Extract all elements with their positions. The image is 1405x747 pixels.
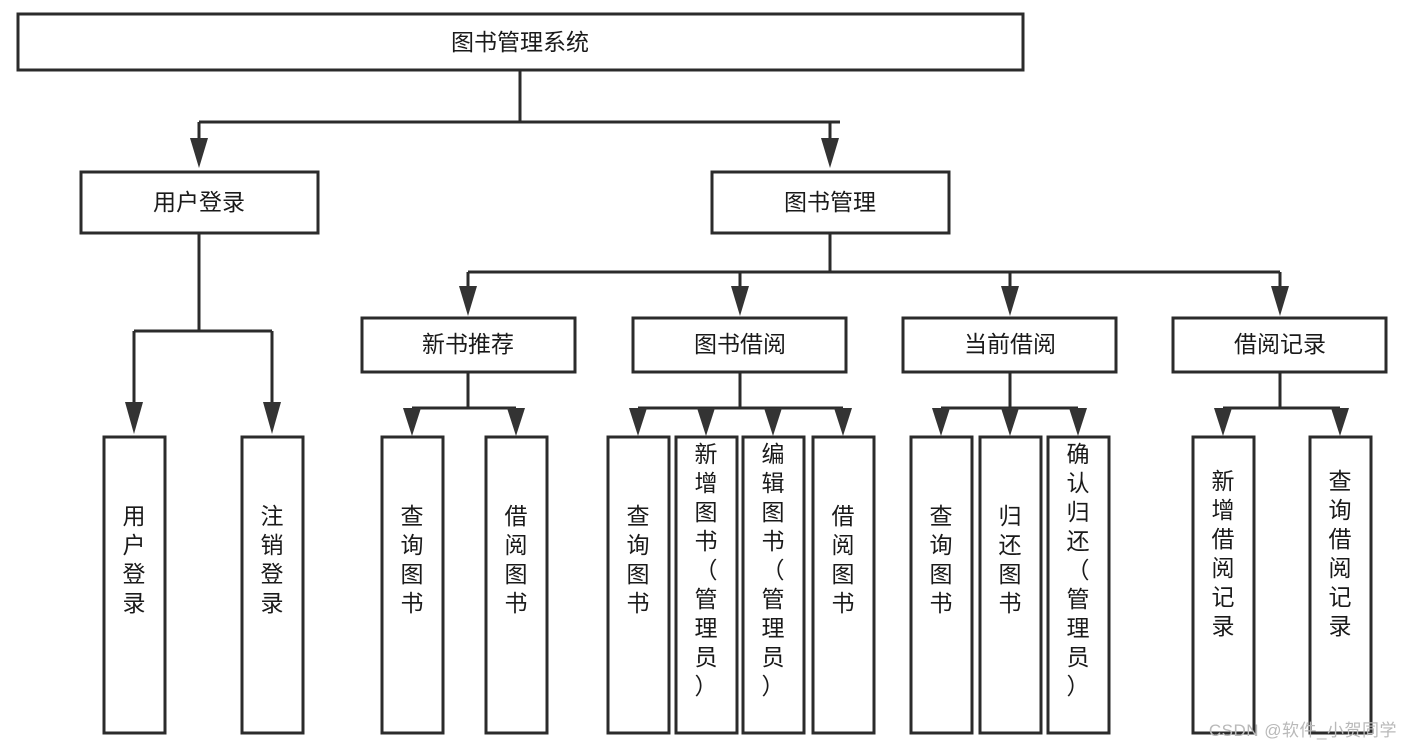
node-leaf-query-book-3-label: 查询图书 [930, 503, 953, 616]
node-leaf-query-record-label: 查询借阅记录 [1329, 468, 1352, 639]
arrow-head-leaf-query-book-1 [403, 408, 421, 436]
node-leaf-borrow-book-2-box[interactable] [811, 435, 876, 735]
connector-group-user-login [125, 233, 281, 434]
node-borrow-record-label: 借阅记录 [1234, 331, 1326, 357]
node-leaf-return-book[interactable]: 归还图书 [978, 435, 1043, 735]
node-leaf-add-book[interactable]: 新增图书（管理员） [674, 435, 739, 735]
node-new-book-rec-box[interactable] [360, 316, 577, 374]
node-leaf-add-record-label: 新增借阅记录 [1212, 468, 1235, 639]
node-leaf-confirm-return-label: 确认归还（管理员） [1067, 441, 1090, 699]
node-leaf-logout-login[interactable]: 注销登录 [240, 435, 305, 735]
connector-group-book-manage [459, 233, 1289, 316]
node-new-book-rec[interactable]: 新书推荐 [360, 316, 577, 374]
node-leaf-query-book-3-box[interactable] [909, 435, 974, 735]
node-leaf-return-book-box[interactable] [978, 435, 1043, 735]
node-leaf-query-book-1-box[interactable] [380, 435, 445, 735]
node-leaf-add-record-box[interactable] [1191, 435, 1256, 735]
node-leaf-borrow-book-1[interactable]: 借阅图书 [484, 435, 549, 735]
node-user-login[interactable]: 用户登录 [79, 170, 320, 235]
node-leaf-logout-login-box[interactable] [240, 435, 305, 735]
node-leaf-borrow-book-2-label: 借阅图书 [832, 503, 855, 616]
node-user-login-box[interactable] [79, 170, 320, 235]
node-book-manage-box[interactable] [710, 170, 951, 235]
node-leaf-add-record[interactable]: 新增借阅记录 [1191, 435, 1256, 735]
arrow-head-leaf-edit-book [764, 408, 782, 436]
node-leaf-query-book-3[interactable]: 查询图书 [909, 435, 974, 735]
connector-group-new-book-rec [403, 372, 525, 436]
node-leaf-confirm-return-box[interactable] [1046, 435, 1111, 735]
arrow-head-leaf-query-book-2 [629, 408, 647, 436]
node-leaf-borrow-book-1-label: 借阅图书 [505, 503, 528, 616]
node-leaf-user-login-label: 用户登录 [123, 503, 146, 616]
node-book-borrow[interactable]: 图书借阅 [631, 316, 848, 374]
node-current-borrow-box[interactable] [901, 316, 1118, 374]
node-user-login-label: 用户登录 [153, 189, 245, 215]
arrow-head-book-borrow [731, 286, 749, 316]
node-borrow-record-box[interactable] [1171, 316, 1388, 374]
connector-group-root [190, 70, 840, 168]
node-leaf-query-book-2-box[interactable] [606, 435, 671, 735]
arrow-head-book-manage [821, 138, 839, 168]
node-leaf-confirm-return[interactable]: 确认归还（管理员） [1046, 435, 1111, 735]
node-leaf-add-book-label: 新增图书（管理员） [695, 441, 718, 699]
connector-group-borrow-record [1214, 372, 1349, 436]
node-leaf-user-login[interactable]: 用户登录 [102, 435, 167, 735]
node-current-borrow-label: 当前借阅 [964, 331, 1056, 357]
node-leaf-query-record[interactable]: 查询借阅记录 [1308, 435, 1373, 735]
node-leaf-edit-book-box[interactable] [741, 435, 806, 735]
arrow-head-leaf-add-record [1214, 408, 1232, 436]
connector-group-current-borrow [932, 372, 1087, 436]
arrow-head-leaf-borrow-book-1 [507, 408, 525, 436]
node-leaf-user-login-box[interactable] [102, 435, 167, 735]
arrow-head-leaf-borrow-book-2 [834, 408, 852, 436]
node-leaf-borrow-book-1-box[interactable] [484, 435, 549, 735]
node-leaf-return-book-label: 归还图书 [999, 503, 1022, 616]
node-root-box[interactable] [16, 12, 1025, 72]
node-borrow-record[interactable]: 借阅记录 [1171, 316, 1388, 374]
node-book-manage[interactable]: 图书管理 [710, 170, 951, 235]
node-current-borrow[interactable]: 当前借阅 [901, 316, 1118, 374]
node-leaf-borrow-book-2[interactable]: 借阅图书 [811, 435, 876, 735]
csdn-watermark: CSDN @软件_小贺同学 [1208, 721, 1397, 740]
node-root[interactable]: 图书管理系统 [16, 12, 1025, 72]
node-leaf-edit-book[interactable]: 编辑图书（管理员） [741, 435, 806, 735]
arrow-head-leaf-return-book [1001, 408, 1019, 436]
arrow-head-user-login [190, 138, 208, 168]
node-leaf-add-book-box[interactable] [674, 435, 739, 735]
node-root-label: 图书管理系统 [451, 29, 589, 55]
node-book-manage-label: 图书管理 [784, 189, 876, 215]
arrow-head-leaf-logout-login [263, 402, 281, 434]
arrow-head-new-book-rec [459, 286, 477, 316]
connector-group-book-borrow [629, 372, 852, 436]
node-leaf-query-book-2[interactable]: 查询图书 [606, 435, 671, 735]
arrow-head-leaf-user-login [125, 402, 143, 434]
arrow-head-leaf-query-record [1331, 408, 1349, 436]
arrow-head-current-borrow [1001, 286, 1019, 316]
node-leaf-query-book-1-label: 查询图书 [401, 503, 424, 616]
node-leaf-query-book-2-label: 查询图书 [627, 503, 650, 616]
arrow-head-leaf-query-book-3 [932, 408, 950, 436]
node-leaf-query-book-1[interactable]: 查询图书 [380, 435, 445, 735]
node-book-borrow-label: 图书借阅 [694, 331, 786, 357]
arrow-head-leaf-confirm-return [1069, 408, 1087, 436]
arrow-head-leaf-add-book [697, 408, 715, 436]
node-leaf-query-record-box[interactable] [1308, 435, 1373, 735]
node-leaf-logout-login-label: 注销登录 [261, 503, 284, 616]
arrow-head-borrow-record [1271, 286, 1289, 316]
node-new-book-rec-label: 新书推荐 [422, 331, 514, 357]
node-book-borrow-box[interactable] [631, 316, 848, 374]
node-leaf-edit-book-label: 编辑图书（管理员） [762, 441, 785, 699]
